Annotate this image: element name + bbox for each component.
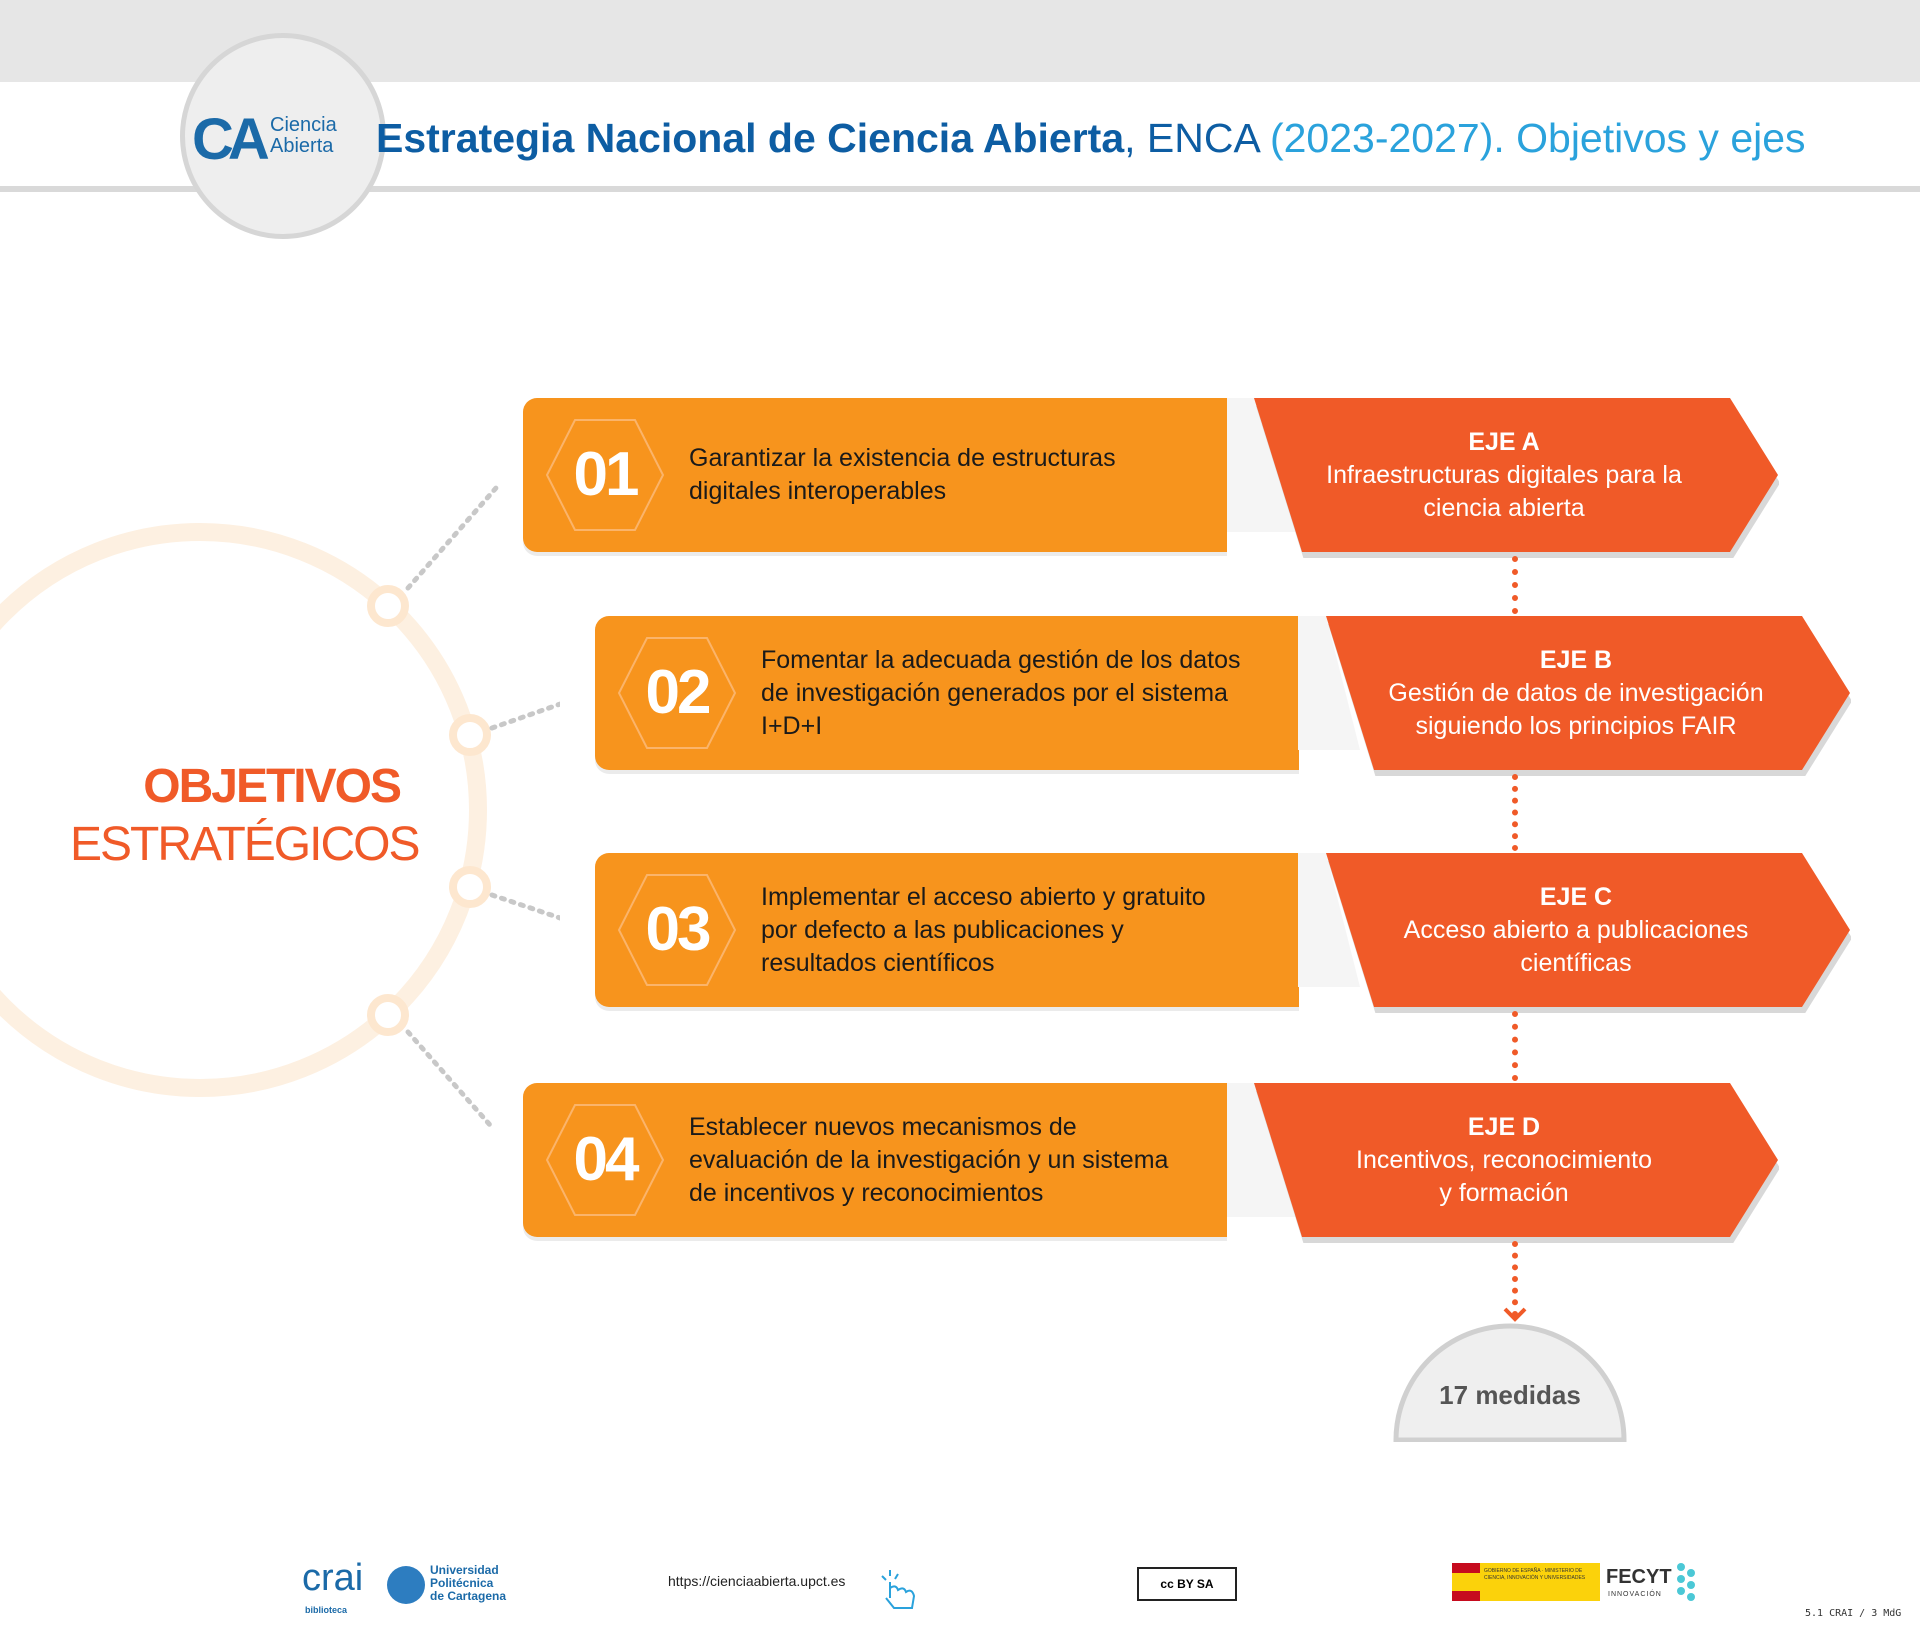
eje-title: EJE A	[1468, 427, 1540, 456]
objective-text: Implementar el acceso abierto y gratuito…	[761, 882, 1206, 977]
objetivos-estrategicos-label: OBJETIVOS ESTRATÉGICOS	[70, 758, 421, 874]
arrow-down-icon	[1503, 1307, 1527, 1322]
eje-description-line-2: ciencia abierta	[1423, 493, 1585, 522]
eje-d-arrow: EJE D Incentivos, reconocimiento y forma…	[1254, 1083, 1779, 1243]
eje-arrow-shape	[1254, 1083, 1779, 1243]
upct-line-3: de Cartagena	[430, 1589, 507, 1603]
creative-commons-license-badge: cc BY SA	[1137, 1567, 1237, 1601]
ring-node-2	[449, 714, 491, 756]
hexagon-icon	[617, 637, 737, 749]
logo-badge	[180, 33, 386, 239]
crai-logo-subtitle: biblioteca	[305, 1605, 348, 1615]
upct-seal-icon	[387, 1566, 425, 1604]
fecyt-logo: FECYT	[1606, 1566, 1672, 1588]
objective-card-04: 04 Establecer nuevos mecanismos de evalu…	[523, 1083, 1227, 1237]
logo-line-1: Ciencia	[270, 114, 337, 136]
eje-arrow-shape	[1326, 616, 1851, 776]
eje-description-line-1: Incentivos, reconocimiento	[1356, 1145, 1652, 1174]
license-text: cc BY SA	[1160, 1577, 1214, 1591]
arrow-connector-4	[405, 1029, 493, 1128]
ciencia-abierta-logo-mark: CA	[192, 107, 270, 172]
decorative-ring	[0, 523, 487, 1097]
objective-text: Garantizar la existencia de estructuras …	[689, 444, 1116, 505]
objective-number-badge: 01	[545, 418, 665, 532]
ring-node-1	[367, 585, 409, 627]
eje-arrow-shape	[1254, 398, 1779, 558]
eje-link-a-b	[1512, 556, 1518, 614]
logo-line-2: Abierta	[270, 135, 334, 157]
estrategicos-word: ESTRATÉGICOS	[70, 818, 421, 871]
title-light: (2023-2027). Objetivos y ejes	[1258, 115, 1806, 161]
objective-text: Establecer nuevos mecanismos de evaluaci…	[689, 1112, 1169, 1207]
hexagon-icon	[545, 1104, 665, 1216]
ring-node-4	[367, 994, 409, 1036]
objective-number: 01	[573, 440, 640, 509]
ciencia-abierta-logo-text: Ciencia Abierta	[270, 115, 337, 157]
objective-number: 02	[645, 658, 712, 727]
eje-description-line-1: Acceso abierto a publicaciones	[1403, 915, 1749, 944]
objective-card-01: 01 Garantizar la existencia de estructur…	[523, 398, 1227, 552]
connector-bands	[1227, 398, 1360, 1217]
eje-description-line-1: Gestión de datos de investigación	[1388, 678, 1764, 707]
eje-title: EJE D	[1467, 1112, 1541, 1141]
fecyt-subtitle: INNOVACIÓN	[1608, 1591, 1662, 1598]
spain-flag-stripe	[1452, 1573, 1480, 1591]
hexagon-icon	[617, 874, 737, 986]
eje-link-d-medidas	[1512, 1241, 1518, 1317]
fecyt-dots-icon	[1677, 1563, 1695, 1601]
ministry-text: GOBIERNO DE ESPAÑA · MINISTERIO DE CIENC…	[1484, 1568, 1586, 1581]
title-mid: , ENCA	[1124, 115, 1259, 161]
title-bold: Estrategia Nacional de Ciencia Abierta	[376, 115, 1125, 161]
header-divider	[0, 186, 1920, 192]
crai-logo: crai	[302, 1557, 364, 1599]
eje-arrow-shape	[1326, 853, 1851, 1013]
eje-description-line-2: y formación	[1439, 1178, 1569, 1207]
eje-text: EJE B Gestión de datos de investigación …	[1366, 616, 1786, 770]
eje-title: EJE B	[1539, 645, 1613, 674]
objective-number: 03	[645, 895, 712, 964]
eje-a-arrow: EJE A Infraestructuras digitales para la…	[1254, 398, 1779, 558]
eje-description-line-1: Infraestructuras digitales para la	[1326, 460, 1682, 489]
medidas-count: 17 medidas	[1439, 1380, 1581, 1410]
objectives-circle-graphic	[0, 485, 560, 1128]
page-title: Estrategia Nacional de Ciencia Abierta, …	[376, 112, 1806, 164]
upct-logo-text: Universidad Politécnica de Cartagena	[430, 1564, 506, 1603]
objective-text: Fomentar la adecuada gestión de los dato…	[761, 645, 1241, 740]
objective-card-03: 03 Implementar el acceso abierto y gratu…	[595, 853, 1299, 1007]
eje-title: EJE C	[1539, 882, 1613, 911]
objective-number: 04	[573, 1125, 640, 1194]
version-label: 5.1 CRAI / 3 MdG	[1805, 1608, 1902, 1619]
objective-number-badge: 02	[617, 636, 737, 750]
eje-b-arrow: EJE B Gestión de datos de investigación …	[1326, 616, 1851, 776]
website-url[interactable]: https://cienciaabierta.upct.es	[668, 1573, 846, 1589]
upct-line-1: Universidad	[430, 1563, 499, 1577]
eje-description-line-2: siguiendo los principios FAIR	[1415, 711, 1737, 740]
objetivos-word: OBJETIVOS	[143, 760, 402, 813]
eje-c-arrow: EJE C Acceso abierto a publicaciones cie…	[1326, 853, 1851, 1013]
eje-text: EJE D Incentivos, reconocimiento y forma…	[1294, 1083, 1714, 1237]
arrow-connector-1	[405, 485, 499, 591]
objective-number-badge: 03	[617, 873, 737, 987]
objective-number-badge: 04	[545, 1103, 665, 1217]
eje-text: EJE A Infraestructuras digitales para la…	[1294, 398, 1714, 552]
hexagon-icon	[545, 419, 665, 531]
eje-text: EJE C Acceso abierto a publicaciones cie…	[1366, 853, 1786, 1007]
objective-card-02: 02 Fomentar la adecuada gestión de los d…	[595, 616, 1299, 770]
eje-link-c-d	[1512, 1011, 1518, 1081]
pointer-hand-icon	[881, 1570, 916, 1609]
medidas-dome	[1393, 1323, 1627, 1442]
eje-link-b-c	[1512, 774, 1518, 851]
website-link[interactable]: https://cienciaabierta.upct.es	[668, 1573, 845, 1589]
eje-description-line-2: científicas	[1520, 948, 1632, 977]
ring-node-3	[449, 866, 491, 908]
arrow-connector-2	[489, 701, 560, 731]
upct-line-2: Politécnica	[430, 1576, 494, 1590]
arrow-connector-3	[489, 892, 560, 921]
